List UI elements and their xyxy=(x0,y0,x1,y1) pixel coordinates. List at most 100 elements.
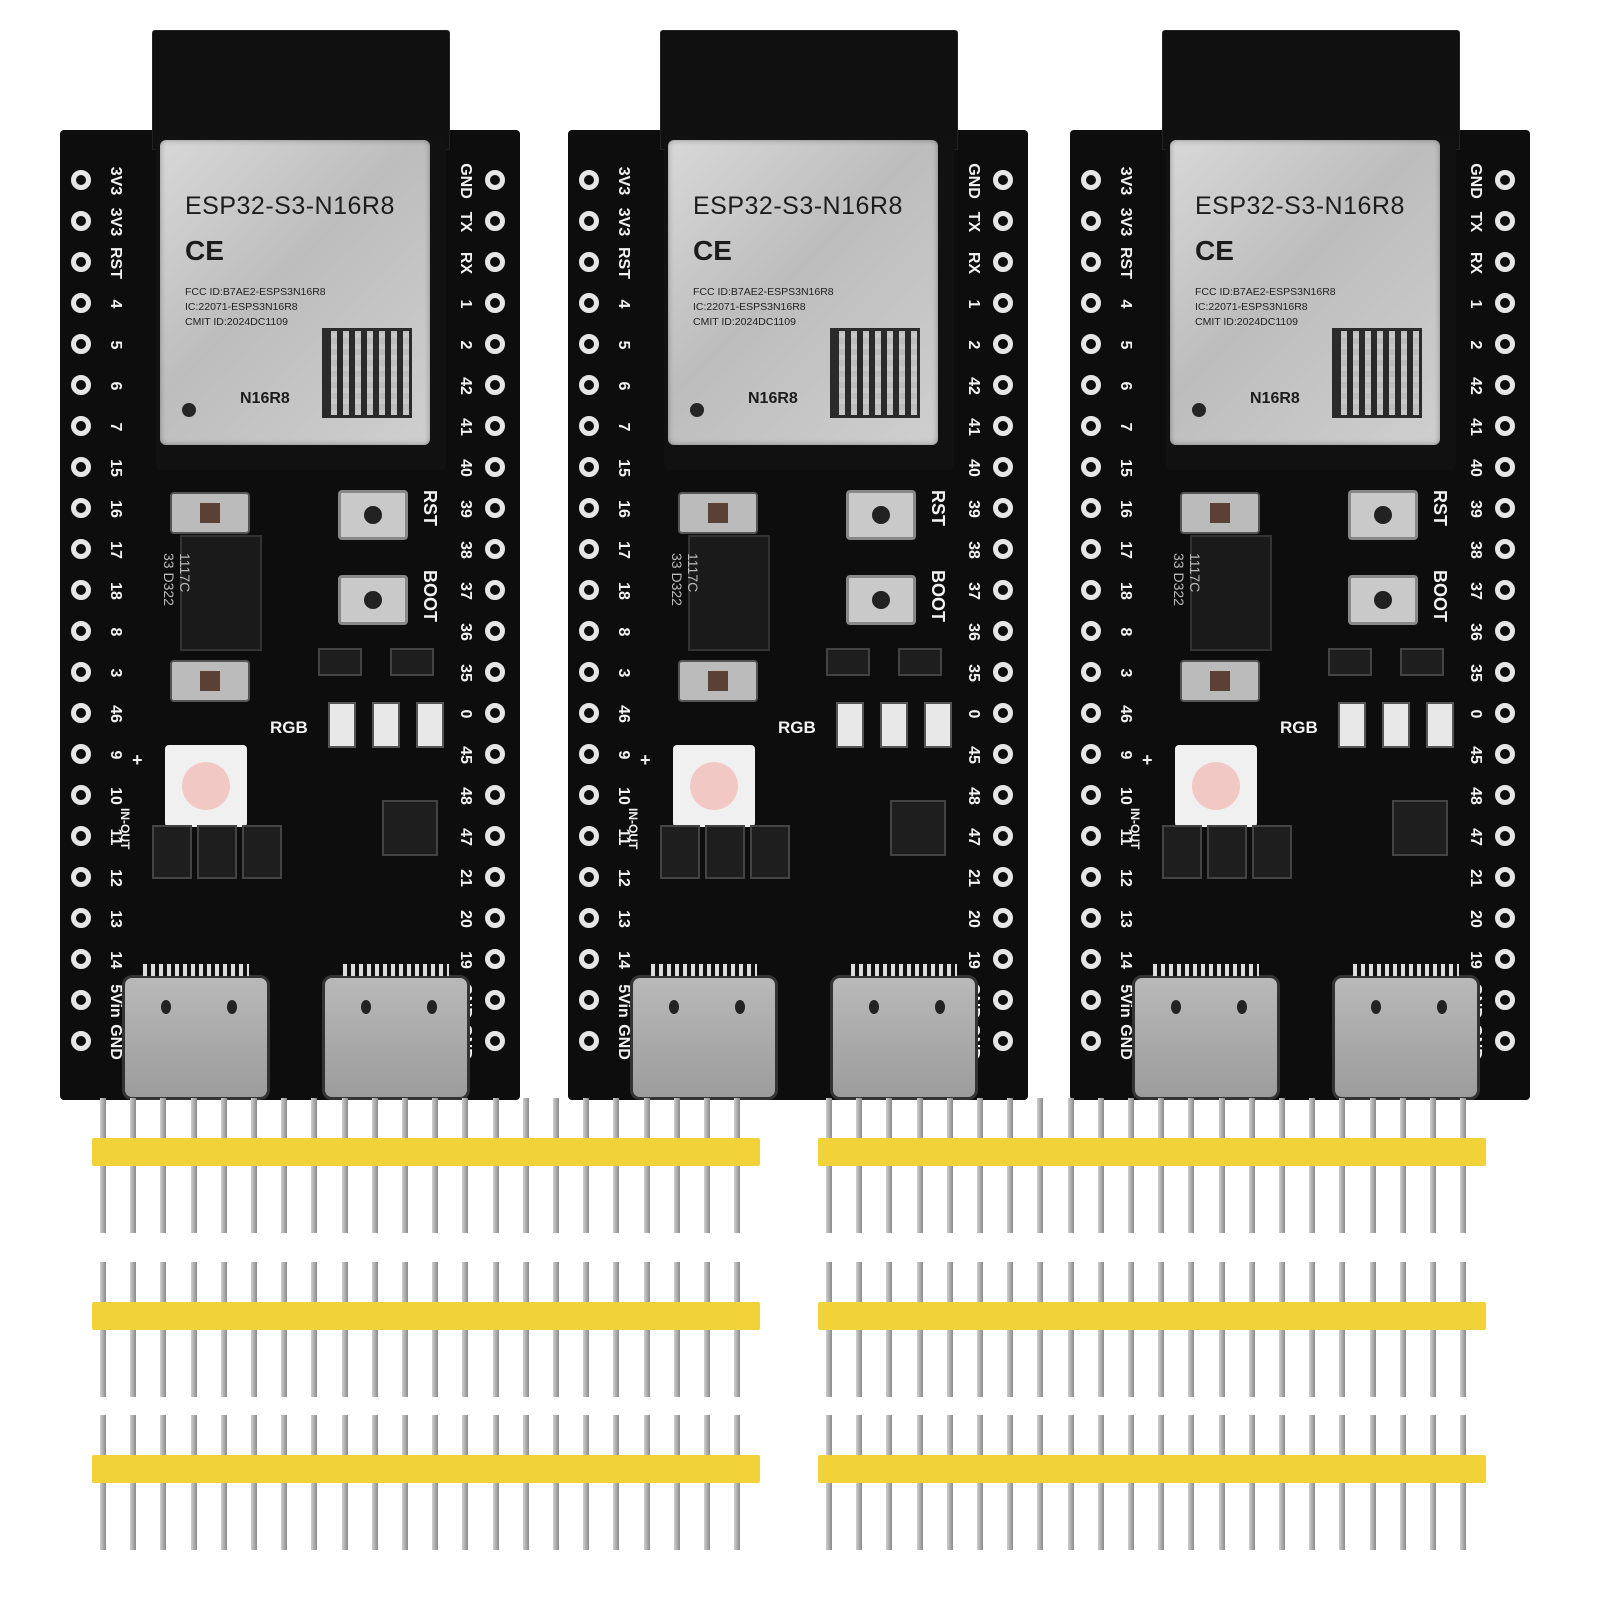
pin-label: 13 xyxy=(615,910,632,928)
pin-label: RX xyxy=(457,251,474,275)
pin-hole xyxy=(71,580,91,600)
pin-hole xyxy=(71,293,91,313)
usb-c-port[interactable] xyxy=(630,964,778,1100)
pin-label: 20 xyxy=(965,910,982,928)
pin-label: 16 xyxy=(1117,500,1134,518)
pin-label: GND xyxy=(457,163,474,199)
pin-hole xyxy=(993,498,1013,518)
diode xyxy=(660,825,700,879)
pin-label: 1 xyxy=(457,299,474,309)
boot-button[interactable] xyxy=(846,575,916,625)
boot-button[interactable] xyxy=(1348,575,1418,625)
pin-hole xyxy=(1495,457,1515,477)
usb-c-port[interactable] xyxy=(322,964,470,1100)
usb-c-port[interactable] xyxy=(122,964,270,1100)
pin-label: 4 xyxy=(1117,299,1134,309)
pin-hole xyxy=(993,252,1013,272)
diode xyxy=(152,825,192,879)
transistor xyxy=(1328,648,1372,676)
pin-hole xyxy=(1495,580,1515,600)
pin-hole xyxy=(71,211,91,231)
pin-label: 5 xyxy=(107,340,124,350)
pin-hole xyxy=(71,990,91,1010)
pin-hole xyxy=(579,211,599,231)
plus-label: + xyxy=(1142,750,1153,770)
pin-hole xyxy=(485,252,505,272)
pin-label: 35 xyxy=(1467,664,1484,682)
pin-label: 12 xyxy=(1117,869,1134,887)
pin-hole xyxy=(1495,498,1515,518)
pin-hole xyxy=(1081,457,1101,477)
usb-c-port[interactable] xyxy=(1132,964,1280,1100)
right-pin-labels: GNDTXRX1242414039383736350454847212019GN… xyxy=(1454,163,1494,1073)
pin-label: 12 xyxy=(107,869,124,887)
rgb-label: RGB xyxy=(270,718,308,737)
transistor xyxy=(390,648,434,676)
pin-hole xyxy=(579,498,599,518)
usb-c-port[interactable] xyxy=(830,964,978,1100)
qr-code-icon xyxy=(830,328,920,418)
diode xyxy=(1162,825,1202,879)
pin-label: 3V3 xyxy=(615,166,632,196)
pin-label: TX xyxy=(1467,211,1484,233)
reset-button[interactable] xyxy=(846,490,916,540)
pin-hole xyxy=(579,334,599,354)
pin-hole xyxy=(579,908,599,928)
pin-label: 3 xyxy=(107,668,124,678)
pin-hole xyxy=(1081,170,1101,190)
pin-hole xyxy=(1081,826,1101,846)
pin-label: 6 xyxy=(1117,381,1134,391)
pin-label: RX xyxy=(1467,251,1484,275)
pin-hole xyxy=(579,375,599,395)
pin-hole xyxy=(1495,908,1515,928)
pin-hole xyxy=(71,539,91,559)
pin-hole xyxy=(71,744,91,764)
pin-hole xyxy=(485,867,505,887)
diode xyxy=(705,825,745,879)
pin-label: 40 xyxy=(1467,459,1484,477)
plus-label: + xyxy=(640,750,651,770)
pin-hole xyxy=(485,293,505,313)
pin-hole xyxy=(579,785,599,805)
in-out-label: IN-OUT xyxy=(118,808,132,850)
voltage-regulator xyxy=(180,535,262,651)
pin-hole xyxy=(579,990,599,1010)
pin-hole xyxy=(993,211,1013,231)
usb-hole xyxy=(161,1000,171,1014)
pin-hole xyxy=(993,539,1013,559)
in-out-label: IN-OUT xyxy=(626,808,640,850)
reset-button[interactable] xyxy=(1348,490,1418,540)
usb-hole xyxy=(869,1000,879,1014)
pin-hole xyxy=(1081,990,1101,1010)
pin-hole xyxy=(579,539,599,559)
pin-label: 5Vin xyxy=(107,984,124,1018)
boot-button[interactable] xyxy=(338,575,408,625)
usb-c-port[interactable] xyxy=(1332,964,1480,1100)
reset-button[interactable] xyxy=(338,490,408,540)
right-pin-row xyxy=(1492,170,1522,1072)
diode xyxy=(197,825,237,879)
pin-label: RST xyxy=(107,247,124,279)
fcc-id-text: FCC ID:B7AE2-ESPS3N16R8 IC:22071-ESPS3N1… xyxy=(1195,286,1336,328)
rgb-led xyxy=(673,745,755,827)
pin-hole xyxy=(579,252,599,272)
usb-hole xyxy=(935,1000,945,1014)
pin-label: 42 xyxy=(965,377,982,395)
usb-serial-chip xyxy=(890,800,946,856)
module-title: ESP32-S3-N16R8 xyxy=(185,192,395,220)
pin1-dot xyxy=(1192,403,1206,417)
pin-hole xyxy=(1081,334,1101,354)
pin-label: 2 xyxy=(965,340,982,350)
pin-hole xyxy=(1081,539,1101,559)
pin-label: 17 xyxy=(107,541,124,559)
left-pin-row xyxy=(576,170,606,1072)
pin-hole xyxy=(993,1031,1013,1051)
module-title: ESP32-S3-N16R8 xyxy=(1195,192,1405,220)
pin-label: 9 xyxy=(1117,750,1134,760)
pin-label: 38 xyxy=(965,541,982,559)
pin-hole xyxy=(485,416,505,436)
pin-hole xyxy=(485,662,505,682)
pin-label: 17 xyxy=(615,541,632,559)
pin-label: 14 xyxy=(1117,951,1134,969)
